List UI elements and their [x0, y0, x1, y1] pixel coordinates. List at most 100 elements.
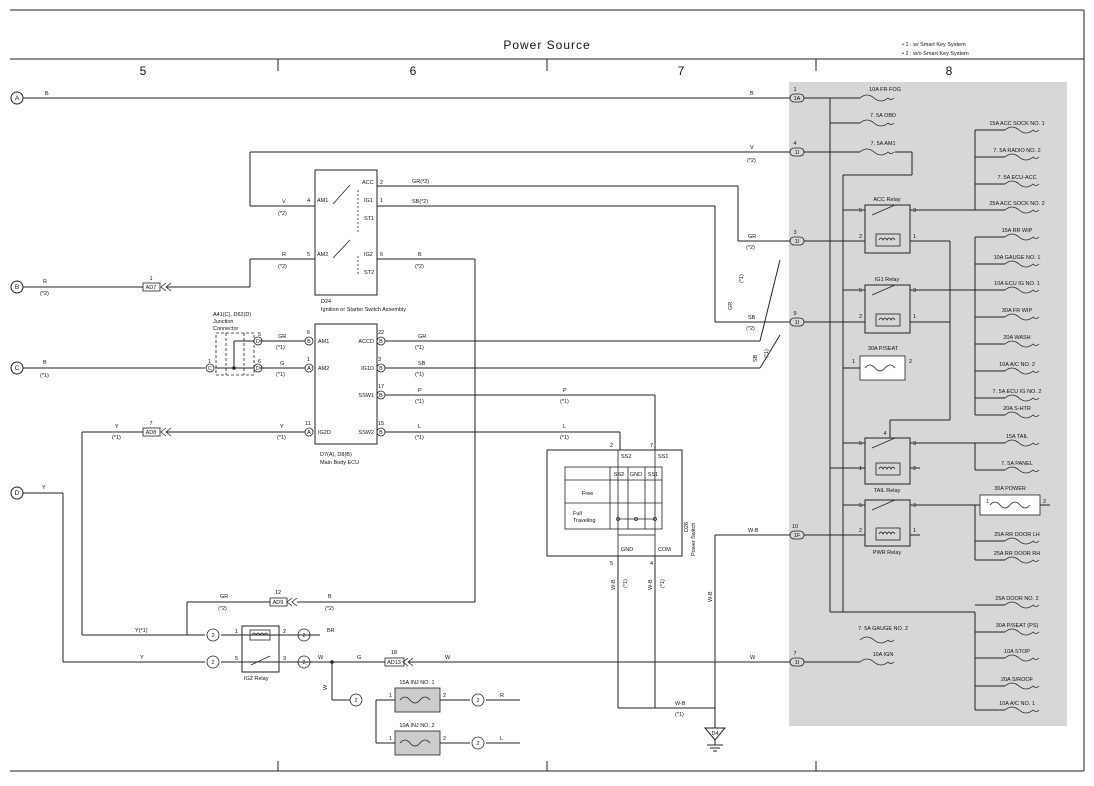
svg-text:2: 2 [909, 359, 912, 365]
jb-fuse-label: 30A FR WIP [1002, 308, 1033, 314]
svg-text:1A: 1A [794, 96, 801, 102]
svg-text:GR: GR [748, 234, 756, 240]
svg-text:B: B [418, 252, 422, 258]
svg-text:(*1): (*1) [560, 435, 569, 441]
svg-text:2: 2 [859, 528, 862, 534]
jb-fuse-label: 25A ACC SOCK NO. 2 [989, 201, 1044, 207]
svg-text:10A INJ NO. 2: 10A INJ NO. 2 [399, 723, 434, 729]
jb-fuse-am1: 7. 5A AM1 [859, 141, 896, 156]
jb-fuse: 25A RR DOOR LH [975, 532, 1040, 545]
jb-fuse: 10A STOP [975, 649, 1040, 662]
svg-text:3: 3 [793, 230, 796, 236]
svg-text:10A FR FOG: 10A FR FOG [869, 87, 901, 93]
svg-text:(*1): (*1) [660, 579, 666, 588]
svg-text:15A INJ NO. 1: 15A INJ NO. 1 [399, 680, 434, 686]
svg-text:18: 18 [391, 650, 397, 656]
svg-text:(*1): (*1) [112, 435, 121, 441]
svg-text:B: B [750, 91, 754, 97]
jb-fuse-ign: 10A IGN [859, 652, 895, 666]
svg-text:(*1): (*1) [623, 579, 629, 588]
svg-text:GND: GND [630, 472, 642, 478]
column-number: 8 [946, 64, 953, 78]
jb-fuse: 7. 5A PANEL [975, 461, 1040, 474]
jb-fuse: 30A FR WIP [975, 308, 1040, 321]
note-smart-key: • 1 : w/ Smart Key System [902, 42, 966, 48]
power-switch-d26: SS2 GND SS1 Free Full Traveling 2 7 SS2 … [546, 443, 697, 567]
svg-text:D4: D4 [711, 731, 718, 737]
svg-text:IG2: IG2 [364, 252, 373, 258]
jb-fuse: 7. 5A ECU IG NO. 2 [975, 389, 1041, 402]
svg-text:6: 6 [307, 330, 310, 336]
svg-text:SS1: SS1 [658, 454, 668, 460]
svg-text:3: 3 [378, 357, 381, 363]
svg-text:4: 4 [883, 431, 886, 437]
jb-fuse: 10A A/C NO. 2 [975, 362, 1040, 375]
jb-fuse: 20A S/ROOF [975, 677, 1040, 690]
svg-text:(*2): (*2) [40, 291, 49, 297]
svg-text:(*2): (*2) [278, 211, 287, 217]
svg-text:(*2): (*2) [415, 264, 424, 270]
svg-text:IG1 Relay: IG1 Relay [875, 277, 900, 283]
inline-connector-ad9: AD9 12 [269, 590, 298, 607]
svg-text:Connector: Connector [213, 326, 239, 332]
svg-text:IG2D: IG2D [318, 430, 331, 436]
jb-fuse: 10A GAUGE NO. 1 [975, 255, 1041, 268]
jb-fuse: 10A A/C NO. 1 [975, 701, 1040, 714]
svg-text:1: 1 [307, 357, 310, 363]
svg-text:W-B: W-B [748, 528, 759, 534]
svg-text:R: R [43, 279, 47, 285]
ig2-relay: IG2 Relay 1 5 2 3 2 2 2 2 [206, 625, 334, 682]
svg-text:6: 6 [380, 252, 383, 258]
svg-text:B: B [307, 339, 311, 345]
note-no-smart-key: • 2 : w/o Smart Key System [902, 51, 969, 57]
svg-text:L: L [563, 424, 566, 430]
jb-fuse-gauge-2: 7. 5A GAUGE NO. 2 [858, 626, 908, 644]
svg-text:(*1): (*1) [415, 435, 424, 441]
svg-text:SSW1: SSW1 [358, 393, 374, 399]
svg-text:7. 5A AM1: 7. 5A AM1 [870, 141, 895, 147]
svg-text:SS1: SS1 [648, 472, 658, 478]
svg-text:B: B [45, 91, 49, 97]
wire-labels: B B V (*2) V (*2) R (*2) R (*2) GR(*2) S… [40, 91, 770, 742]
jb-fuse-label: 25A DOOR NO. 2 [995, 596, 1038, 602]
svg-text:W-B: W-B [708, 591, 714, 602]
jb-fuse-label: 15A RR WIP [1002, 228, 1033, 234]
svg-text:B: B [15, 284, 19, 291]
svg-text:SS2: SS2 [621, 454, 631, 460]
svg-text:R: R [282, 252, 286, 258]
svg-text:5: 5 [307, 252, 310, 258]
svg-text:17: 17 [378, 384, 384, 390]
jb-fuse-label: 20A S-HTR [1003, 406, 1031, 412]
junction-connector: A41(C), D62(D) Junction Connector 5 6 1 [208, 312, 261, 376]
svg-text:1: 1 [793, 87, 796, 93]
offpage-connector-a: A [10, 91, 24, 105]
offpage-connector-d: D [10, 486, 24, 500]
svg-text:2: 2 [1043, 499, 1046, 505]
svg-text:2: 2 [859, 234, 862, 240]
svg-text:1: 1 [986, 499, 989, 505]
jb-fuse-label: 10A GAUGE NO. 1 [994, 255, 1041, 261]
svg-text:2: 2 [859, 314, 862, 320]
jb-fuse-label: 7. 5A PANEL [1001, 461, 1033, 467]
svg-text:Y: Y [280, 424, 284, 430]
page-title: Power Source [503, 38, 590, 52]
svg-text:Junction: Junction [213, 319, 234, 325]
svg-text:(*2): (*2) [746, 245, 755, 251]
svg-text:ACCD: ACCD [358, 339, 374, 345]
jb-fuse-label: 30A P/SEAT (PS) [996, 623, 1039, 629]
svg-text:D: D [15, 490, 20, 497]
svg-text:B: B [379, 430, 383, 436]
svg-text:W: W [445, 655, 451, 661]
svg-text:5: 5 [610, 561, 613, 567]
svg-text:5: 5 [258, 332, 261, 338]
svg-text:D: D [256, 339, 260, 345]
jb-fuse-power: 30A POWER 1 2 [979, 486, 1046, 516]
svg-text:30A P/SEAT: 30A P/SEAT [868, 346, 899, 352]
jb-fuse: 20A S-HTR [975, 406, 1040, 419]
svg-text:3: 3 [913, 288, 916, 294]
jb-fuse-obd: 7. 5A OBD [859, 113, 896, 127]
svg-text:P: P [418, 388, 422, 394]
svg-text:(*1): (*1) [40, 373, 49, 379]
svg-text:1: 1 [859, 466, 862, 472]
